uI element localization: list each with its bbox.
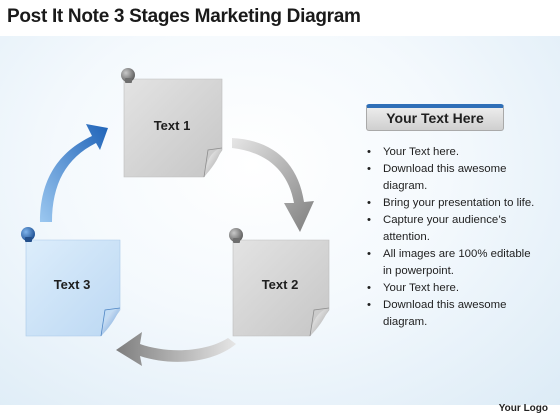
bullet-item: Download this awesome diagram. — [364, 297, 539, 331]
text-header-bar: Your Text Here — [366, 104, 504, 131]
note-2-label: Text 2 — [261, 277, 299, 292]
note-1-label: Text 1 — [153, 118, 191, 133]
bullet-item: Your Text here. — [364, 144, 539, 161]
post-it-note-3 — [21, 227, 121, 337]
post-it-note-1 — [121, 68, 223, 178]
bullet-item: Your Text here. — [364, 280, 539, 297]
post-it-note-2 — [229, 228, 330, 337]
bullet-list: Your Text here. Download this awesome di… — [364, 144, 539, 331]
pushpin-icon — [121, 68, 135, 83]
pushpin-icon — [21, 227, 35, 242]
note-3-label: Text 3 — [53, 277, 91, 292]
logo-text: Your Logo — [498, 403, 548, 414]
pushpin-icon — [229, 228, 243, 243]
arrow-2-to-3 — [116, 332, 236, 366]
bullet-item: Download this awesome diagram. — [364, 161, 539, 195]
arrow-1-to-2 — [232, 138, 314, 232]
page-title: Post It Note 3 Stages Marketing Diagram — [7, 6, 361, 27]
bullet-item: Capture your audience’s attention. — [364, 212, 539, 246]
bullet-item: Bring your presentation to life. — [364, 195, 539, 212]
arrow-3-to-1 — [40, 124, 108, 222]
bullet-item: All images are 100% editable in powerpoi… — [364, 246, 539, 280]
